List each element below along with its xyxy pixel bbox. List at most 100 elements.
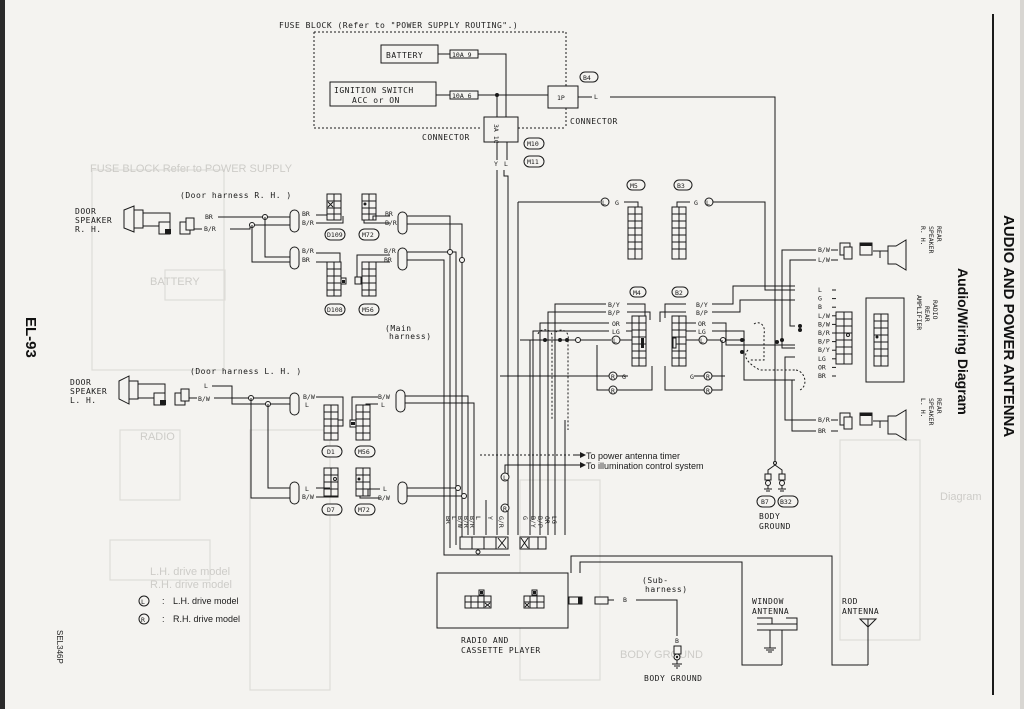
- ignition-switch-box: [329, 81, 437, 107]
- radio-cassette-player: RADIO AND CASSETTE PLAYER: [436, 555, 868, 666]
- d7-wire-l: L: [305, 485, 309, 493]
- m56b-wire-bw: B/W: [378, 393, 390, 401]
- door-speaker-lh-line1: DOOR: [70, 378, 91, 387]
- radio-left-pin-label: L: [474, 516, 482, 520]
- svg-text:R: R: [503, 505, 507, 513]
- amp-pin-label: OR: [818, 363, 826, 371]
- door-speaker-rh-line1: DOOR: [75, 207, 96, 216]
- connector-m4-b2: M4 B2 B/Y B/P OR LG L B/Y B/P OR LG L R …: [500, 285, 806, 520]
- radio-right-pin-label: G: [521, 516, 529, 520]
- b2-wire-or: OR: [698, 320, 706, 328]
- radio-cassette-box: [436, 572, 569, 629]
- ignition-acc-label: ACC or ON: [352, 96, 400, 105]
- legend-rh-sep: :: [162, 614, 165, 624]
- d-lh-wire-bw: B/W: [198, 395, 210, 403]
- svg-text:L: L: [700, 337, 704, 345]
- radio-cassette-line1: RADIO AND: [461, 636, 509, 645]
- ground-wire-b: B: [675, 637, 679, 645]
- amp-label-3: AMPLIFIER: [915, 295, 923, 330]
- fuse-10a-9-label: 10A 9: [452, 51, 472, 59]
- m72b-wire-l: L: [383, 485, 387, 493]
- m4-wire-or: OR: [612, 320, 620, 328]
- svg-text:L: L: [706, 199, 710, 207]
- m4-wire-bp: B/P: [608, 309, 620, 317]
- legend-rh-text: R.H. drive model: [173, 614, 240, 624]
- radio-left-pin-label: B/W: [456, 516, 464, 528]
- door-harness-rh-label: (Door harness R. H. ): [180, 191, 292, 200]
- d-rh-wire-br1: BR: [205, 213, 213, 221]
- diagram-title: Audio/Wiring Diagram: [955, 268, 971, 415]
- amp-pin-label: LG: [818, 355, 826, 363]
- svg-text:R: R: [611, 373, 615, 381]
- connector-b4: 1P B4 CONNECTOR L: [547, 71, 776, 455]
- svg-text:R: R: [706, 373, 710, 381]
- radio-right-pin-label: LG: [550, 516, 558, 524]
- main-harness-label1: (Main: [385, 324, 412, 333]
- rod-antenna-line2: ANTENNA: [842, 607, 879, 616]
- m56b-wire-l: L: [381, 401, 385, 409]
- speaker-lh-icon: [118, 375, 130, 405]
- m5-tag: M5: [630, 182, 638, 190]
- d108-wire-br: BR: [302, 256, 310, 264]
- window-antenna-line1: WINDOW: [752, 597, 784, 606]
- amp-label-2: REAR: [923, 306, 931, 322]
- svg-text:FUSE BLOCK Refer to POWER SUPP: FUSE BLOCK Refer to POWER SUPPLY: [90, 163, 293, 175]
- connector-pins: 3A 1C: [492, 124, 500, 144]
- b3-wire-g: G: [694, 199, 698, 207]
- section-title: AUDIO AND POWER ANTENNA: [1000, 215, 1017, 437]
- door-speaker-lh-line3: L. H.: [70, 396, 97, 405]
- b3-tag: B3: [677, 182, 685, 190]
- door-speaker-rh: DOOR SPEAKER R. H. (Door harness R. H. )…: [75, 191, 465, 500]
- b4-tag: B4: [583, 74, 591, 82]
- page-number: EL-93: [22, 317, 39, 358]
- connector-m10-m11: M10 M11 Y L: [494, 137, 545, 520]
- d108-tag: D108: [327, 306, 343, 314]
- rear-lh-3: L. H.: [919, 398, 927, 418]
- radio-left-pin-label: G/R: [497, 516, 505, 528]
- window-antenna-line2: ANTENNA: [752, 607, 789, 616]
- door-speaker-lh-line2: SPEAKER: [70, 387, 107, 396]
- page-right-edge: [1020, 0, 1024, 709]
- ignition-switch-label: IGNITION SWITCH: [334, 86, 414, 95]
- connector-fuse-block: [483, 116, 519, 143]
- svg-text:L.H. drive model: L.H. drive model: [150, 566, 230, 578]
- amp-pin-label: B/P: [818, 338, 830, 346]
- door-speaker-lh: DOOR SPEAKER L. H. (Door harness L. H. )…: [70, 367, 475, 516]
- rear-lh-wire-br: BR: [818, 427, 826, 435]
- rear-lh-2: SPEAKER: [927, 398, 935, 425]
- rear-speaker-lh-icon: [887, 409, 907, 441]
- legend-item-rh: R : R.H. drive model: [138, 613, 240, 625]
- svg-text:Diagram: Diagram: [940, 491, 982, 503]
- b4-wire-l: L: [594, 93, 598, 101]
- fuse-10a-6-label: 10A 6: [452, 92, 472, 100]
- rod-antenna-icon: [858, 618, 878, 665]
- door-harness-lh-label: (Door harness L. H. ): [190, 367, 302, 376]
- m56t-wire-br: BR: [384, 256, 392, 264]
- amp-pin-label: B/R: [818, 329, 830, 337]
- m4-wire-g: G: [622, 373, 626, 381]
- m11-tag: M11: [527, 158, 539, 166]
- svg-text:R: R: [611, 387, 615, 395]
- rear-speaker-rh-icon: [887, 239, 907, 271]
- legend-lh-sep: :: [162, 596, 165, 606]
- antennas: WINDOW ANTENNA ROD ANTENNA: [752, 597, 879, 665]
- m11-wire-l: L: [504, 160, 508, 168]
- radio-left-pin-label: L: [450, 516, 458, 520]
- d1-wire-l: L: [305, 401, 309, 409]
- d-rh-wire-br2: B/R: [204, 225, 216, 233]
- fuse-block: FUSE BLOCK (Refer to "POWER SUPPLY ROUTI…: [279, 21, 567, 144]
- d108-wire-b_r: B/R: [302, 247, 314, 255]
- d109-tag: D109: [327, 231, 343, 239]
- m56t-wire-b_r: B/R: [384, 247, 396, 255]
- connector-m5-b3: M5 B3 L G G L: [517, 179, 795, 510]
- b2-tag: B2: [675, 289, 683, 297]
- b4-pin: 1P: [557, 94, 565, 102]
- rear-rh-1: REAR: [935, 226, 943, 242]
- door-speaker-rh-line2: SPEAKER: [75, 216, 112, 225]
- rear-lh-1: REAR: [935, 398, 943, 414]
- m72b-wire-bw: B/W: [378, 494, 390, 502]
- b2-wire-by: B/Y: [696, 301, 708, 309]
